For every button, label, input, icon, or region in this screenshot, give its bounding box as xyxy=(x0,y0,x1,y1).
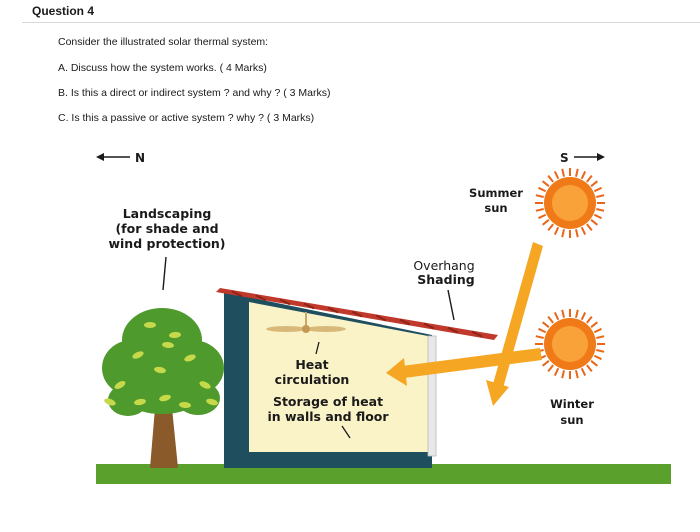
question-part-b: B. Is this a direct or indirect system ?… xyxy=(58,87,331,99)
question-intro: Consider the illustrated solar thermal s… xyxy=(58,36,269,48)
winter-sun-ray-arrow xyxy=(386,348,542,386)
tree xyxy=(102,308,224,468)
overhang-pointer xyxy=(447,289,455,321)
storage-label-1: Storage of heat xyxy=(273,394,383,409)
ground xyxy=(96,464,671,484)
winter-sun xyxy=(535,309,605,379)
landscaping-pointer xyxy=(162,256,167,291)
header-divider xyxy=(0,22,700,23)
storage-label-2: in walls and floor xyxy=(267,409,389,424)
ceiling-fan xyxy=(266,312,346,333)
overhang-label-1: Overhang xyxy=(413,258,474,273)
question-part-a: A. Discuss how the system works. ( 4 Mar… xyxy=(58,62,267,74)
summer-sun-label-2: sun xyxy=(484,201,507,215)
solar-thermal-diagram: N S Summer sun Winter sun Landscaping (f… xyxy=(96,151,671,484)
summer-sun-label-1: Summer xyxy=(469,186,523,200)
north-arrow: N xyxy=(96,151,145,165)
question-header: Question 4 xyxy=(32,4,95,18)
landscaping-label-1: Landscaping xyxy=(123,206,212,221)
heat-circulation-label-1: Heat xyxy=(295,357,328,372)
south-arrow: S xyxy=(560,151,605,165)
question-part-c: C. Is this a passive or active system ? … xyxy=(58,112,315,124)
winter-sun-label-1: Winter xyxy=(550,397,594,411)
landscaping-label-2: (for shade and xyxy=(115,221,218,236)
summer-sun xyxy=(535,168,605,238)
landscaping-label-3: wind protection) xyxy=(108,236,225,251)
north-label: N xyxy=(135,151,145,165)
heat-circulation-label-2: circulation xyxy=(275,372,350,387)
south-label: S xyxy=(560,151,569,165)
winter-sun-label-2: sun xyxy=(560,413,583,427)
house xyxy=(216,288,498,468)
summer-sun-ray-arrow xyxy=(486,242,543,406)
page-margin xyxy=(0,0,22,532)
overhang-label-2: Shading xyxy=(417,272,474,287)
